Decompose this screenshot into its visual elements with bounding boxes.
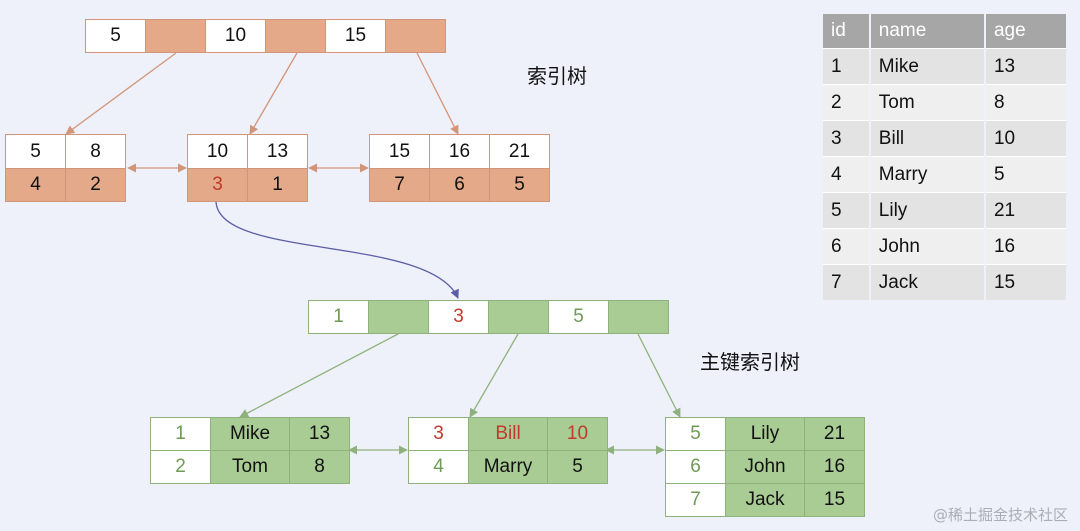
primary-tree-label: 主键索引树 [700,350,800,374]
primary-root-pointer [608,300,669,334]
primary-leaf-name: John [725,450,805,484]
secondary-leaf-key: 8 [65,134,126,169]
secondary-leaf-key: 15 [369,134,430,169]
table-cell-name: Mike [869,48,986,85]
table-cell-id: 4 [823,156,871,193]
primary-root-to-leaf-1-arrow [239,333,399,418]
table-cell-name: Bill [869,120,986,157]
table-cell-name: Marry [869,156,986,193]
primary-leaf-id: 4 [408,450,469,484]
table-cell-age: 13 [984,48,1069,85]
primary-leaf-age: 10 [547,417,608,451]
primary-leaf-age: 5 [547,450,608,484]
primary-leaf-name: Marry [468,450,548,484]
secondary-leaf-primary-id: 3 [187,168,248,202]
primary-root-key: 5 [548,300,609,334]
secondary-root-key: 15 [325,19,386,53]
table-cell-name: Lily [869,192,986,229]
secondary-root-pointer [145,19,206,53]
secondary-root-to-leaf-1-arrow [65,52,177,135]
table-cell-id: 3 [823,120,871,157]
primary-leaf-id: 3 [408,417,469,451]
secondary-root-to-leaf-2-arrow [249,52,298,135]
secondary-leaf-primary-id: 2 [65,168,126,202]
primary-leaf-age: 13 [289,417,350,451]
table-cell-age: 21 [984,192,1069,229]
watermark: @稀土掘金技术社区 [932,506,1068,524]
primary-leaf-age: 8 [289,450,350,484]
table-cell-name: John [869,228,986,265]
table-cell-id: 5 [823,192,871,229]
lookup-arrow [215,201,459,299]
table-cell-age: 8 [984,84,1069,121]
secondary-leaf-primary-id: 6 [429,168,490,202]
table-cell-name: Jack [869,264,986,300]
primary-root-key: 1 [308,300,369,334]
table-cell-age: 5 [984,156,1069,193]
primary-root-to-leaf-2-arrow [469,333,519,418]
table-cell-id: 6 [823,228,871,265]
table-cell-id: 1 [823,48,871,85]
table-header-age: age [984,14,1069,49]
primary-leaf-id: 6 [665,450,726,484]
primary-leaf-name: Lily [725,417,805,451]
secondary-root-key: 5 [85,19,146,53]
table-header-row: id name age [823,14,1069,49]
table-cell-age: 15 [984,264,1069,300]
primary-leaf-name: Tom [210,450,290,484]
primary-root-pointer [488,300,549,334]
primary-root-to-leaf-3-arrow [637,333,681,418]
table-header-id: id [823,14,871,49]
secondary-leaf-key: 10 [187,134,248,169]
secondary-leaf-key: 5 [5,134,66,169]
table-cell-id: 2 [823,84,871,121]
primary-leaf-id: 5 [665,417,726,451]
primary-leaf-name: Mike [210,417,290,451]
primary-leaf-id: 1 [150,417,211,451]
secondary-leaf-primary-id: 5 [489,168,550,202]
primary-leaf-id: 2 [150,450,211,484]
primary-leaf-name: Jack [725,483,805,517]
secondary-leaf-primary-id: 4 [5,168,66,202]
table-cell-id: 7 [823,264,871,300]
secondary-root-pointer [265,19,326,53]
secondary-root-to-leaf-3-arrow [416,52,459,135]
table-cell-age: 16 [984,228,1069,265]
secondary-leaf-key: 13 [247,134,308,169]
primary-leaf-id: 7 [665,483,726,517]
secondary-leaf-primary-id: 7 [369,168,430,202]
secondary-leaf-key: 21 [489,134,550,169]
primary-leaf-age: 15 [804,483,865,517]
secondary-leaf-primary-id: 1 [247,168,308,202]
primary-leaf-name: Bill [468,417,548,451]
secondary-root-pointer [385,19,446,53]
primary-root-pointer [368,300,429,334]
table-header-name: name [869,14,986,49]
secondary-tree-label: 索引树 [527,64,587,88]
secondary-root-key: 10 [205,19,266,53]
primary-leaf-age: 16 [804,450,865,484]
primary-root-key: 3 [428,300,489,334]
table-cell-age: 10 [984,120,1069,157]
secondary-leaf-key: 16 [429,134,490,169]
primary-leaf-age: 21 [804,417,865,451]
table-cell-name: Tom [869,84,986,121]
